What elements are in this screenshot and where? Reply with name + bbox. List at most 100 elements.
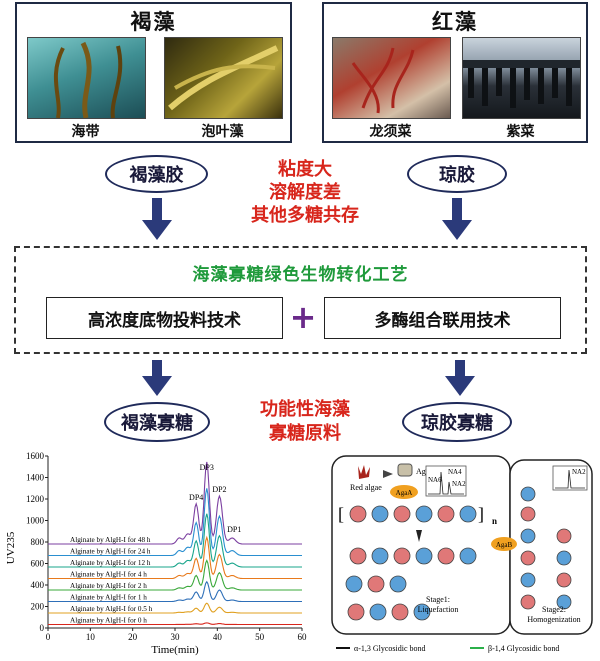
problem-coexisting: 其他多糖共存 [251, 205, 359, 226]
n-label: n [492, 516, 497, 526]
trace-label: Alginate by AlgH-I for 1 h [70, 594, 147, 602]
agar-icon [397, 463, 413, 477]
ascophyllum-photo [164, 37, 283, 119]
trace-label: Alginate by AlgH-I for 24 h [70, 548, 151, 556]
bracket-left-icon: [ [338, 504, 344, 524]
x-tick-label: 10 [86, 632, 96, 642]
chromatogram-trace [48, 488, 302, 557]
na4-label: NA4 [448, 468, 462, 476]
arrow-right-small-icon [383, 470, 393, 478]
stage1-chains [345, 547, 477, 621]
y-tick-label: 400 [31, 580, 45, 590]
brown-algae-title: 褐藻 [130, 10, 177, 34]
product-text: 功能性海藻 寡糖原料 [235, 398, 375, 446]
arrow-down-left-top [142, 198, 172, 240]
peak-label: DP2 [212, 485, 226, 494]
chromatogram-y-label: UV235 [5, 531, 17, 564]
y-tick-label: 800 [31, 537, 45, 547]
alginate-oval: 褐藻胶 [105, 155, 208, 193]
problems-text: 粘度大 溶解度差 其他多糖共存 [230, 158, 380, 227]
na2-right-label: NA2 [572, 468, 586, 476]
chromatogram-trace [48, 559, 302, 591]
arrow-down-left-bottom [142, 360, 172, 396]
agar-oval: 琼胶 [407, 155, 507, 193]
x-tick-label: 60 [298, 632, 308, 642]
porphyra-caption: 紫菜 [506, 124, 535, 140]
ascophyllum-illustration [168, 45, 279, 111]
y-tick-label: 0 [40, 623, 45, 633]
kelp-caption: 海带 [71, 124, 100, 140]
trace-label: Alginate by AlgH-I for 48 h [70, 536, 151, 544]
agar-label: Agar [416, 467, 432, 476]
x-tick-label: 20 [128, 632, 138, 642]
chromatogram-trace [48, 513, 302, 568]
red-algae-title: 红藻 [432, 10, 478, 34]
na2-left-label: NA2 [452, 480, 466, 488]
process-panel: 海藻寡糖绿色生物转化工艺 高浓度底物投料技术 + 多酶组合联用技术 [14, 246, 587, 354]
kelp-photo [27, 37, 146, 119]
bracket-right-icon: ] [478, 504, 484, 524]
stage2-title: Stage2: [542, 605, 566, 614]
chromatogram-trace [48, 461, 302, 545]
tech-multi-enzyme: 多酶组合联用技术 [324, 297, 561, 339]
x-tick-label: 30 [171, 632, 181, 642]
porphyra-photo [462, 37, 581, 119]
agaa-label: AgaA [396, 489, 413, 497]
product-line-1: 功能性海藻 [260, 399, 350, 420]
gracilaria-caption: 龙须菜 [369, 124, 412, 140]
gracilaria-illustration [351, 47, 415, 114]
x-tick-label: 40 [213, 632, 223, 642]
trace-label: Alginate by AlgH-I for 0 h [70, 617, 147, 625]
trace-label: Alginate by AlgH-I for 12 h [70, 559, 151, 567]
chromatogram-trace [48, 535, 302, 580]
stage2-subtitle: Homogenization [527, 615, 580, 624]
agar-degradation-diagram: Red algae Agar NA4 NA6 NA2 AgaA [ ] n [328, 452, 596, 657]
problem-viscosity: 粘度大 [278, 159, 332, 180]
red-algae-icon [358, 465, 370, 479]
red-algae-panel: 红藻 龙须菜 紫菜 [322, 2, 588, 143]
chromatogram-trace [48, 622, 302, 626]
trace-label: Alginate by AlgH-I for 4 h [70, 571, 147, 579]
stage2-chains [520, 486, 572, 610]
y-tick-label: 1200 [26, 494, 45, 504]
chromatogram: 1600 1400 1200 1000 800 600 400 200 0 0 10 20 30 40 5… [5, 451, 308, 656]
na6-label: NA6 [428, 476, 442, 484]
arrow-down-right-top [442, 198, 472, 240]
y-tick-label: 1400 [26, 473, 45, 483]
peak-label: DP3 [200, 463, 214, 472]
gracilaria-photo [332, 37, 451, 119]
inset-chart-2-trace [555, 469, 585, 489]
product-line-2: 寡糖原料 [269, 423, 341, 444]
y-tick-label: 600 [31, 559, 45, 569]
agab-enzyme [491, 537, 517, 551]
problem-solubility: 溶解度差 [269, 182, 341, 203]
chromatogram-trace [48, 602, 302, 614]
agaa-enzyme [390, 485, 418, 499]
y-tick-label: 1600 [26, 451, 45, 461]
x-tick-label: 50 [255, 632, 265, 642]
peak-label: DP4 [189, 493, 203, 502]
plus-sign: + [289, 298, 317, 336]
chromatogram-trace [48, 580, 302, 603]
inset-chart-trace [428, 471, 464, 495]
red-algae-label: Red algae [350, 483, 382, 492]
agab-label: AgaB [496, 541, 513, 549]
y-tick-label: 1000 [26, 516, 45, 526]
x-tick-label: 0 [46, 632, 51, 642]
legend-beta-text: β-1,4 Glycosidic bond [488, 644, 559, 653]
tech-high-concentration: 高浓度底物投料技术 [46, 297, 283, 339]
inset-chart-frame [425, 465, 467, 497]
chromatogram-x-label: Time(min) [151, 644, 199, 656]
legend-alpha-text: α-1,3 Glycosidic bond [354, 644, 426, 653]
agar-degradation-svg: Red algae Agar NA4 NA6 NA2 AgaA [ ] n [331, 455, 593, 653]
alginate-oligo-oval: 褐藻寡糖 [104, 402, 210, 442]
brown-algae-panel: 褐藻 海带 泡叶藻 [15, 2, 292, 143]
arrow-down-right-bottom [445, 360, 475, 396]
trace-label: Alginate by AlgH-I for 0.5 h [70, 605, 153, 613]
arrow-down-small-icon [416, 530, 422, 542]
y-tick-label: 200 [31, 602, 45, 612]
ascophyllum-caption: 泡叶藻 [201, 124, 244, 140]
polymer-chain-top [349, 505, 477, 523]
stage1-subtitle: Liquefaction [418, 605, 459, 614]
stage1-title: Stage1: [426, 595, 450, 604]
